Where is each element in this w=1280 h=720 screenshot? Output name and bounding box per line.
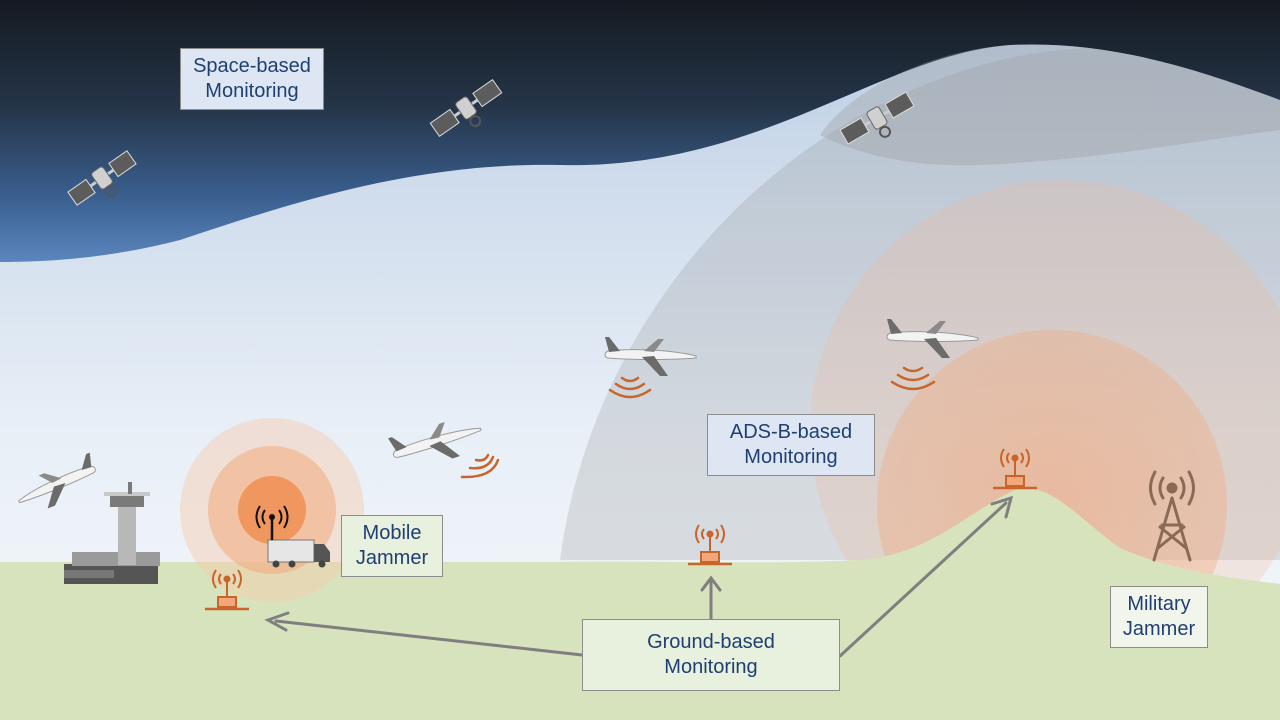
antenna-icon xyxy=(688,524,732,566)
satellite-icon xyxy=(839,91,915,145)
antenna-icon xyxy=(205,569,249,611)
airplane-icon xyxy=(388,422,482,459)
space-label-line-2: Monitoring xyxy=(205,80,299,102)
control-tower-icon xyxy=(64,482,160,584)
space-based-monitoring-label: Space-based Monitoring xyxy=(180,48,324,110)
arrow-to-center-antenna-head xyxy=(700,575,722,592)
adsb-signal-icon xyxy=(890,366,936,391)
transmission-tower-icon xyxy=(1149,470,1195,562)
adsb-signal-icon xyxy=(460,453,500,479)
adsb-coverage-upper xyxy=(820,44,1280,166)
military-label-line-1: Military xyxy=(1127,593,1191,615)
ground-monitoring-arrows xyxy=(264,495,1014,658)
jammer-truck-icon xyxy=(255,505,330,568)
adsb-label-line-2: Monitoring xyxy=(744,446,838,468)
arrow-to-airport-antenna xyxy=(274,619,584,657)
adsb-label-line-1: ADS-B-based xyxy=(729,421,853,443)
arrow-to-airport-antenna-head xyxy=(264,611,290,632)
satellite-icon xyxy=(429,78,503,138)
satellite-icon xyxy=(67,150,137,206)
antenna-icon xyxy=(993,448,1037,490)
mobile-label-line-1: Mobile xyxy=(362,522,422,544)
airplane-icon xyxy=(18,452,96,509)
arrow-to-hill-antenna-head xyxy=(990,495,1014,519)
ground-based-monitoring-label: Ground-based Monitoring xyxy=(582,619,840,691)
military-label-line-2: Jammer xyxy=(1122,618,1196,640)
ground-label-line-1: Ground-based xyxy=(647,631,775,653)
adsb-based-monitoring-label: ADS-B-based Monitoring xyxy=(707,414,875,476)
ground-label-line-2: Monitoring xyxy=(664,656,758,678)
mobile-jammer-label: Mobile Jammer xyxy=(341,515,443,577)
mobile-jammer-inner-zone xyxy=(238,476,306,544)
arrow-to-hill-antenna xyxy=(838,501,1008,658)
airplane-icon xyxy=(886,319,979,358)
space-label-line-1: Space-based xyxy=(193,55,311,77)
airplane-icon xyxy=(604,337,697,376)
military-jammer-label: Military Jammer xyxy=(1110,586,1208,648)
mobile-label-line-2: Jammer xyxy=(355,547,429,569)
adsb-signal-icon xyxy=(608,376,652,399)
